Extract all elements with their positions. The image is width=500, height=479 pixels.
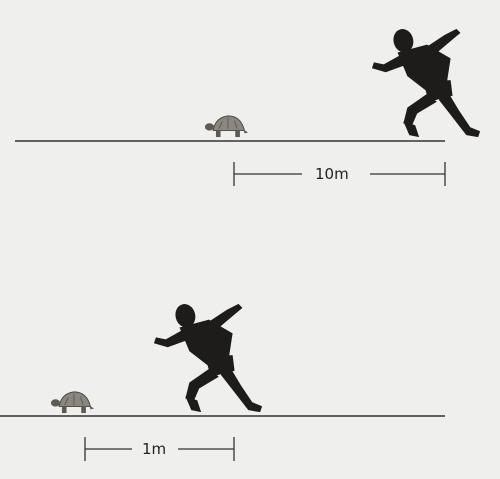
distance-label-bottom: 1m xyxy=(138,440,171,458)
distance-marker-bottom xyxy=(84,437,235,461)
scene-bottom xyxy=(0,301,445,461)
tortoise-icon xyxy=(50,391,95,414)
sprinter-silhouette-icon xyxy=(371,26,481,138)
tortoise-icon xyxy=(204,115,249,138)
distance-label-top: 10m xyxy=(311,165,353,183)
scene-top xyxy=(15,26,481,186)
distance-marker-top xyxy=(233,162,446,186)
sprinter-silhouette-icon xyxy=(153,301,263,413)
